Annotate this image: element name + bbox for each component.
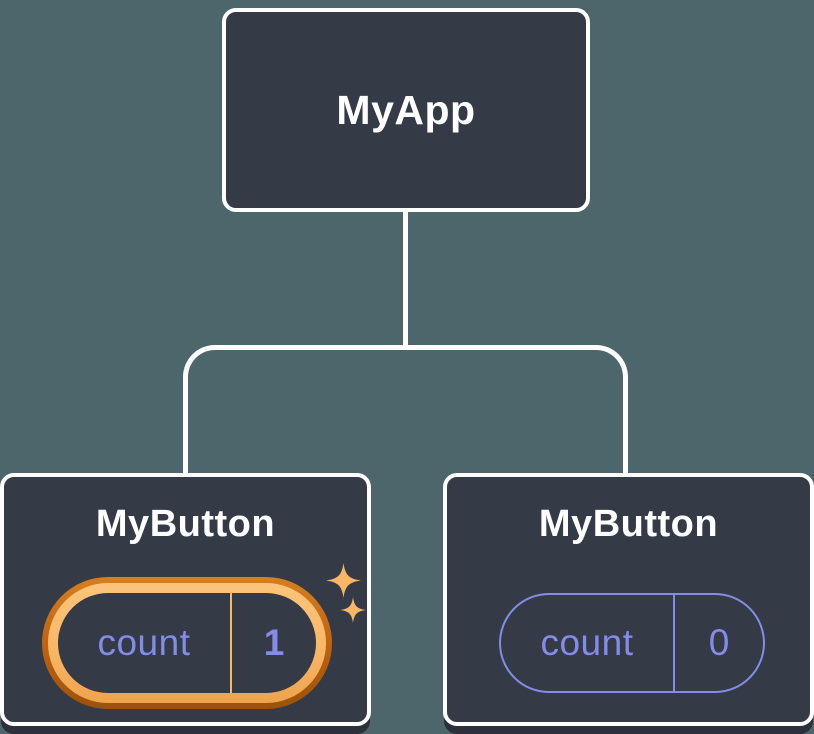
connector-branch	[183, 345, 628, 473]
pill-divider	[673, 595, 675, 691]
state-pill-highlighted: count 1	[42, 577, 332, 709]
pill-divider	[230, 593, 232, 693]
state-pill: count 0	[499, 593, 765, 693]
node-myapp-label: MyApp	[336, 86, 476, 133]
connector-root-stem	[403, 209, 408, 349]
state-key-label: count	[540, 622, 634, 663]
node-myapp: MyApp	[222, 8, 590, 212]
sparkle-icon	[326, 563, 361, 598]
node-mybutton-1-label: MyButton	[95, 503, 276, 545]
state-key-label: count	[97, 622, 191, 663]
node-mybutton-2-label: MyButton	[538, 503, 719, 545]
state-value: 1	[263, 622, 285, 663]
node-mybutton-2: MyButton count 0	[443, 473, 814, 726]
node-mybutton-1: MyButton count 1	[0, 473, 371, 726]
state-value: 0	[708, 622, 730, 663]
sparkle-icon	[340, 597, 366, 623]
state-pill-highlight-ring: count 1	[48, 583, 326, 703]
state-pill-body: count 1	[58, 593, 316, 693]
